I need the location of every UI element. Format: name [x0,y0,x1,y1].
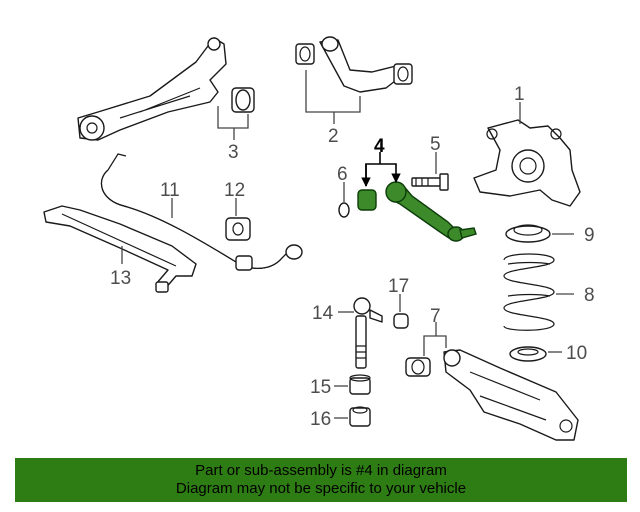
callout-15: 15 [310,377,331,398]
crossmember [43,205,197,293]
stabilizer-link [353,297,383,369]
callout-5: 5 [430,134,441,155]
stabilizer-bar [100,153,303,271]
link-bushing [393,313,409,329]
callout-10: 10 [566,343,587,364]
callout-9: 9 [584,225,595,246]
callout-4: 4 [374,136,385,157]
spring-insulator [505,224,551,243]
callout-1: 1 [514,84,525,105]
banner-line-2: Diagram may not be specific to your vehi… [175,480,467,497]
callout-11: 11 [160,180,180,201]
lower-bushing [349,406,371,427]
callout-16: 16 [310,409,331,430]
washer [338,202,350,218]
callout-12: 12 [224,180,245,201]
lower-control-arm [77,37,255,141]
callout-4-leader [361,152,401,187]
callout-3: 3 [228,142,239,163]
trailing-arm [405,349,579,441]
info-banner: Part or sub-assembly is #4 in diagram Di… [15,458,627,502]
callout-2-leader [305,70,361,124]
stabilizer-bushing [225,217,251,241]
callout-2: 2 [328,126,339,147]
callout-17: 17 [388,276,409,297]
lower-spring-seat [509,346,547,362]
rear-lateral-link-highlighted [357,181,477,242]
callout-6: 6 [337,164,348,185]
callout-7: 7 [430,306,441,327]
upper-bushing [349,374,371,395]
bolt [411,173,449,191]
banner-line-1: Part or sub-assembly is #4 in diagram [195,462,447,479]
callout-8: 8 [584,285,595,306]
callout-3-leader [217,106,249,140]
callout-14: 14 [312,303,334,324]
coil-spring [503,253,555,331]
upper-control-arm [295,36,413,93]
callout-13: 13 [110,268,131,289]
steering-knuckle [473,119,581,207]
callout-7-leader [423,322,447,356]
parts-diagram: 3 2 1 4 5 [43,36,595,441]
